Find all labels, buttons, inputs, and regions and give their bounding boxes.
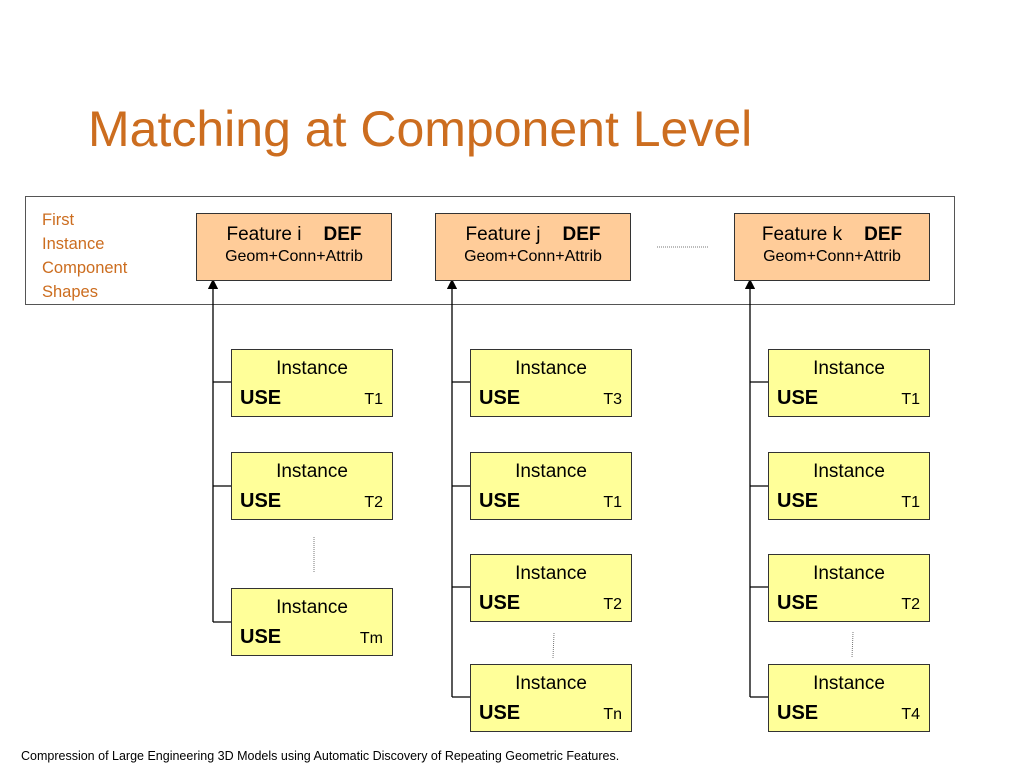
instance-box: Instance USE Tm [231,588,393,656]
first-label-line: Component [42,259,128,277]
transform-label: T2 [901,596,920,613]
transform-label: T1 [603,494,622,511]
first-instance-label: First Instance Component Shapes [42,208,127,304]
first-label-line: First [42,211,75,229]
instance-box: Instance USE T4 [768,664,930,732]
transform-label: Tn [603,706,622,723]
use-label: USE [479,702,521,724]
use-label: USE [777,592,819,614]
instance-label: Instance [276,358,348,379]
instance-box: Instance USE T2 [470,554,632,622]
instance-box: Instance USE T1 [768,349,930,417]
use-label: USE [240,626,282,648]
instance-box: Instance USE Tn [470,664,632,732]
use-label: USE [240,387,282,409]
instance-label: Instance [276,461,348,482]
feature-detail: Geom+Conn+Attrib [464,248,602,265]
use-label: USE [777,490,819,512]
ellipsis-dots [851,631,854,659]
slide-title: Matching at Component Level [88,101,753,157]
use-label: USE [479,387,521,409]
instance-label: Instance [813,673,885,694]
instance-box: Instance USE T2 [231,452,393,520]
def-tag: DEF [323,224,362,245]
first-instance-frame [25,196,955,305]
instance-label: Instance [515,673,587,694]
instance-label: Instance [276,597,348,618]
instance-label: Instance [515,563,587,584]
instance-label: Instance [813,461,885,482]
feature-detail: Geom+Conn+Attrib [225,248,363,265]
use-label: USE [777,387,819,409]
transform-label: T1 [901,494,920,511]
instance-box: Instance USE T1 [470,452,632,520]
feature-i-def-box: Feature i DEF Geom+Conn+Attrib [196,213,392,281]
transform-label: T2 [603,596,622,613]
instance-label: Instance [515,358,587,379]
instance-box: Instance USE T1 [231,349,393,417]
feature-name: Feature i [226,224,302,245]
feature-name: Feature k [761,224,843,245]
use-label: USE [479,592,521,614]
transform-label: T3 [603,391,622,408]
def-tag: DEF [864,224,903,245]
feature-j-def-box: Feature j DEF Geom+Conn+Attrib [435,213,631,281]
transform-label: T1 [901,391,920,408]
feature-k-def-box: Feature k DEF Geom+Conn+Attrib [734,213,930,281]
transform-label: T4 [901,706,920,723]
footer-caption: Compression of Large Engineering 3D Mode… [21,749,620,763]
transform-label: T2 [364,494,383,511]
use-label: USE [479,490,521,512]
instance-label: Instance [515,461,587,482]
transform-label: Tm [359,630,383,647]
feature-name: Feature j [465,224,541,245]
feature-detail: Geom+Conn+Attrib [763,248,901,265]
first-label-line: Instance [42,235,105,253]
instance-label: Instance [813,563,885,584]
instance-box: Instance USE T1 [768,452,930,520]
use-label: USE [240,490,282,512]
use-label: USE [777,702,819,724]
ellipsis-dots [552,632,555,659]
transform-label: T1 [364,391,383,408]
def-tag: DEF [562,224,601,245]
first-label-line: Shapes [42,283,98,301]
instance-label: Instance [813,358,885,379]
instance-box: Instance USE T3 [470,349,632,417]
instance-box: Instance USE T2 [768,554,930,622]
